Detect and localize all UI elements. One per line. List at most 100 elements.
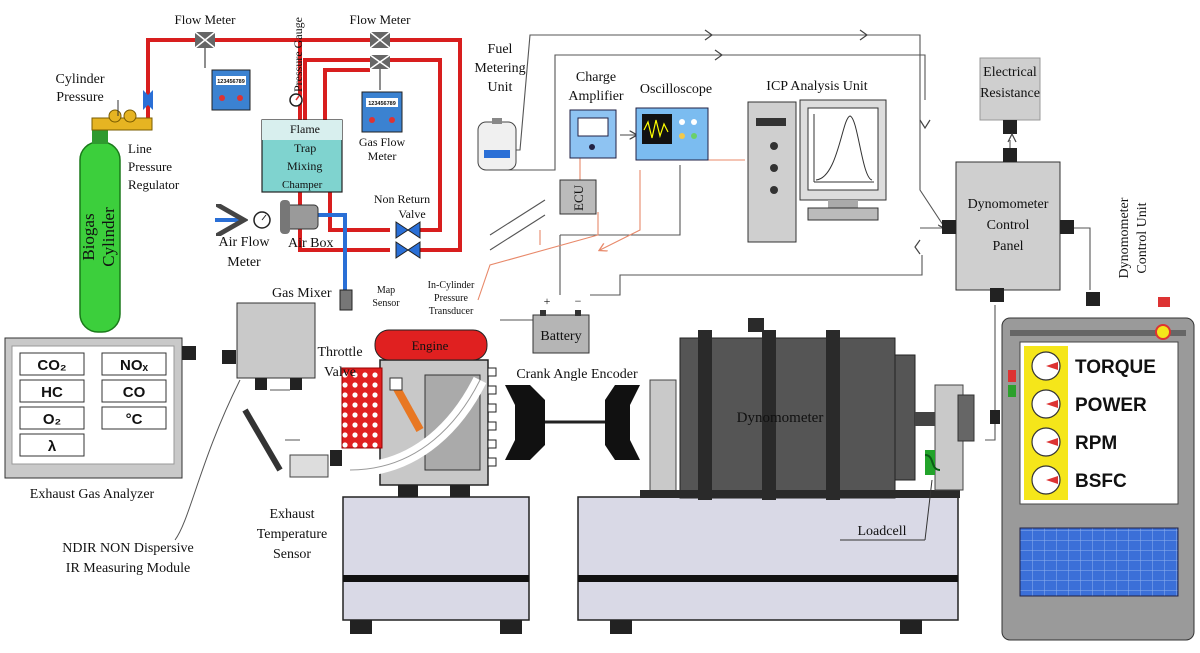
- analyzer-cell: °C: [101, 406, 167, 430]
- cylinder-pressure-label-2: Pressure: [56, 90, 103, 105]
- analyzer-cell: O₂: [19, 406, 85, 430]
- charge-amplifier-label-1: Charge: [576, 70, 616, 85]
- exhaust-temp-label-2: Temperature: [257, 527, 328, 542]
- air-flow-meter-label-2: Meter: [227, 255, 261, 270]
- dial-icon: [1031, 389, 1061, 419]
- air-box: Air Box: [280, 200, 334, 251]
- exhaust-gas-analyzer-label: Exhaust Gas Analyzer: [30, 487, 155, 502]
- charge-amplifier: Charge Amplifier: [568, 70, 624, 159]
- throttle-valve-label-1: Throttle: [317, 345, 362, 360]
- flame-trap-label-3: Mixing: [287, 159, 322, 173]
- fuel-metering-unit: Fuel Metering Unit: [474, 42, 526, 171]
- biogas-cylinder: Biogas Cylinder: [79, 128, 121, 333]
- battery-label: Battery: [540, 329, 581, 344]
- ndir-label-2: IR Measuring Module: [66, 561, 190, 576]
- flame-trap-label-1: Flame: [290, 122, 320, 136]
- control-panel-label-3: Panel: [992, 239, 1023, 254]
- analyzer-cell: NOₓ: [101, 352, 167, 376]
- analyzer-cell-label: HC: [41, 384, 63, 401]
- air-flow-meter-label-1: Air Flow: [219, 235, 271, 250]
- battery-plus: +: [544, 294, 551, 308]
- flame-trap-label-2: Trap: [294, 141, 316, 155]
- control-unit-label-1: Dynomometer: [1117, 197, 1132, 278]
- analyzer-cell-label: λ: [48, 438, 57, 455]
- electrical-resistance-label-2: Resistance: [980, 86, 1040, 101]
- dyno-control-panel: Dynomometer Control Panel: [942, 148, 1074, 302]
- exhaust-temp-label-1: Exhaust: [269, 507, 314, 522]
- electrical-resistance: Electrical Resistance: [979, 57, 1041, 134]
- flame-trap-label-4: Champer: [282, 179, 323, 191]
- line-pressure-regulator: [91, 90, 153, 131]
- fuel-metering-label-1: Fuel: [488, 42, 513, 57]
- dynamometer-label: Dynomometer: [737, 410, 824, 426]
- non-return-valve-label-2: Valve: [398, 207, 425, 221]
- non-return-valve-label-1: Non Return: [374, 192, 430, 206]
- pressure-gauge-label: Pressure Gauge: [291, 17, 305, 92]
- battery: + − Battery: [532, 294, 590, 354]
- ndir-module: [174, 302, 342, 541]
- oscilloscope: Oscilloscope: [635, 82, 712, 161]
- ecu-label: ECU: [571, 184, 586, 211]
- analyzer-cell-label: CO: [123, 384, 146, 401]
- engine: Engine: [341, 329, 497, 497]
- flow-meter-2: Flow Meter: [349, 12, 411, 90]
- map-sensor-label-1: Map: [377, 285, 395, 296]
- battery-minus: −: [575, 294, 582, 308]
- air-line: [215, 215, 347, 300]
- crank-angle-encoder: Crank Angle Encoder: [505, 367, 640, 460]
- direction-arrows: [704, 29, 1017, 255]
- engine-bench: [342, 496, 530, 634]
- gas-flow-meter-label-1: Gas Flow: [359, 135, 406, 149]
- loadcell-label: Loadcell: [858, 524, 907, 539]
- non-return-valves: Non Return Valve: [374, 192, 430, 259]
- control-panel-label-2: Control: [987, 218, 1030, 233]
- exhaust-temp-label-3: Sensor: [273, 547, 311, 562]
- flow-meter-2-label: Flow Meter: [349, 12, 411, 27]
- fuel-metering-label-3: Unit: [488, 80, 513, 95]
- icp-analysis-unit: ICP Analysis Unit: [747, 79, 887, 243]
- cylinder-pressure-label-1: Cylinder: [56, 72, 105, 87]
- electrical-resistance-label-1: Electrical: [983, 65, 1037, 80]
- readout-label: TORQUE: [1075, 357, 1156, 378]
- analyzer-cell: CO: [101, 379, 167, 403]
- gas-flow-meter-label-2: Meter: [368, 149, 397, 163]
- pressure-transducer-label-2: Pressure: [434, 293, 468, 304]
- flow-meter-1-label: Flow Meter: [174, 12, 236, 27]
- pressure-transducer-label-3: Transducer: [429, 306, 474, 317]
- line-pressure-label-2: Pressure: [128, 159, 172, 174]
- icp-analysis-label: ICP Analysis Unit: [766, 79, 867, 94]
- analyzer-cell-label: NOₓ: [120, 357, 149, 374]
- flame-trap-mixing-chamber: Flame Trap Mixing Champer: [261, 119, 343, 193]
- dial-icon: [1031, 465, 1061, 495]
- analyzer-cell: CO₂: [19, 352, 85, 376]
- readout-label: POWER: [1075, 395, 1147, 416]
- gas-flow-meter-display: 123456789: [368, 101, 396, 107]
- analyzer-cell-label: O₂: [43, 411, 61, 428]
- engine-label: Engine: [412, 338, 449, 353]
- analyzer-cell: HC: [19, 379, 85, 403]
- flow-meter-1-display: 123456789: [217, 79, 245, 85]
- sensor-wires: [477, 135, 641, 301]
- oscilloscope-label: Oscilloscope: [640, 82, 712, 97]
- dynamometer: Dynomometer Loadcell: [640, 318, 975, 541]
- analyzer-cell: λ: [19, 433, 85, 457]
- analyzer-cell-label: CO₂: [37, 357, 66, 374]
- biogas-cylinder-label-1: Biogas: [79, 213, 98, 260]
- flow-meter-1: 123456789 Flow Meter: [174, 12, 251, 111]
- air-flow-meter: Air Flow Meter: [219, 211, 271, 270]
- ndir-label-1: NDIR NON Dispersive: [62, 541, 193, 556]
- throttle-valve-label-2: Valve: [324, 365, 356, 380]
- charge-amplifier-label-2: Amplifier: [568, 89, 624, 104]
- readout-label: RPM: [1075, 433, 1117, 454]
- control-unit-label-2: Control Unit: [1135, 202, 1150, 273]
- fuel-metering-label-2: Metering: [474, 61, 525, 76]
- pressure-transducer-label-1: In-Cylinder: [428, 280, 475, 291]
- dial-icon: [1031, 351, 1061, 381]
- crank-angle-encoder-label: Crank Angle Encoder: [516, 367, 638, 382]
- gas-mixer: Gas Mixer: [272, 286, 353, 311]
